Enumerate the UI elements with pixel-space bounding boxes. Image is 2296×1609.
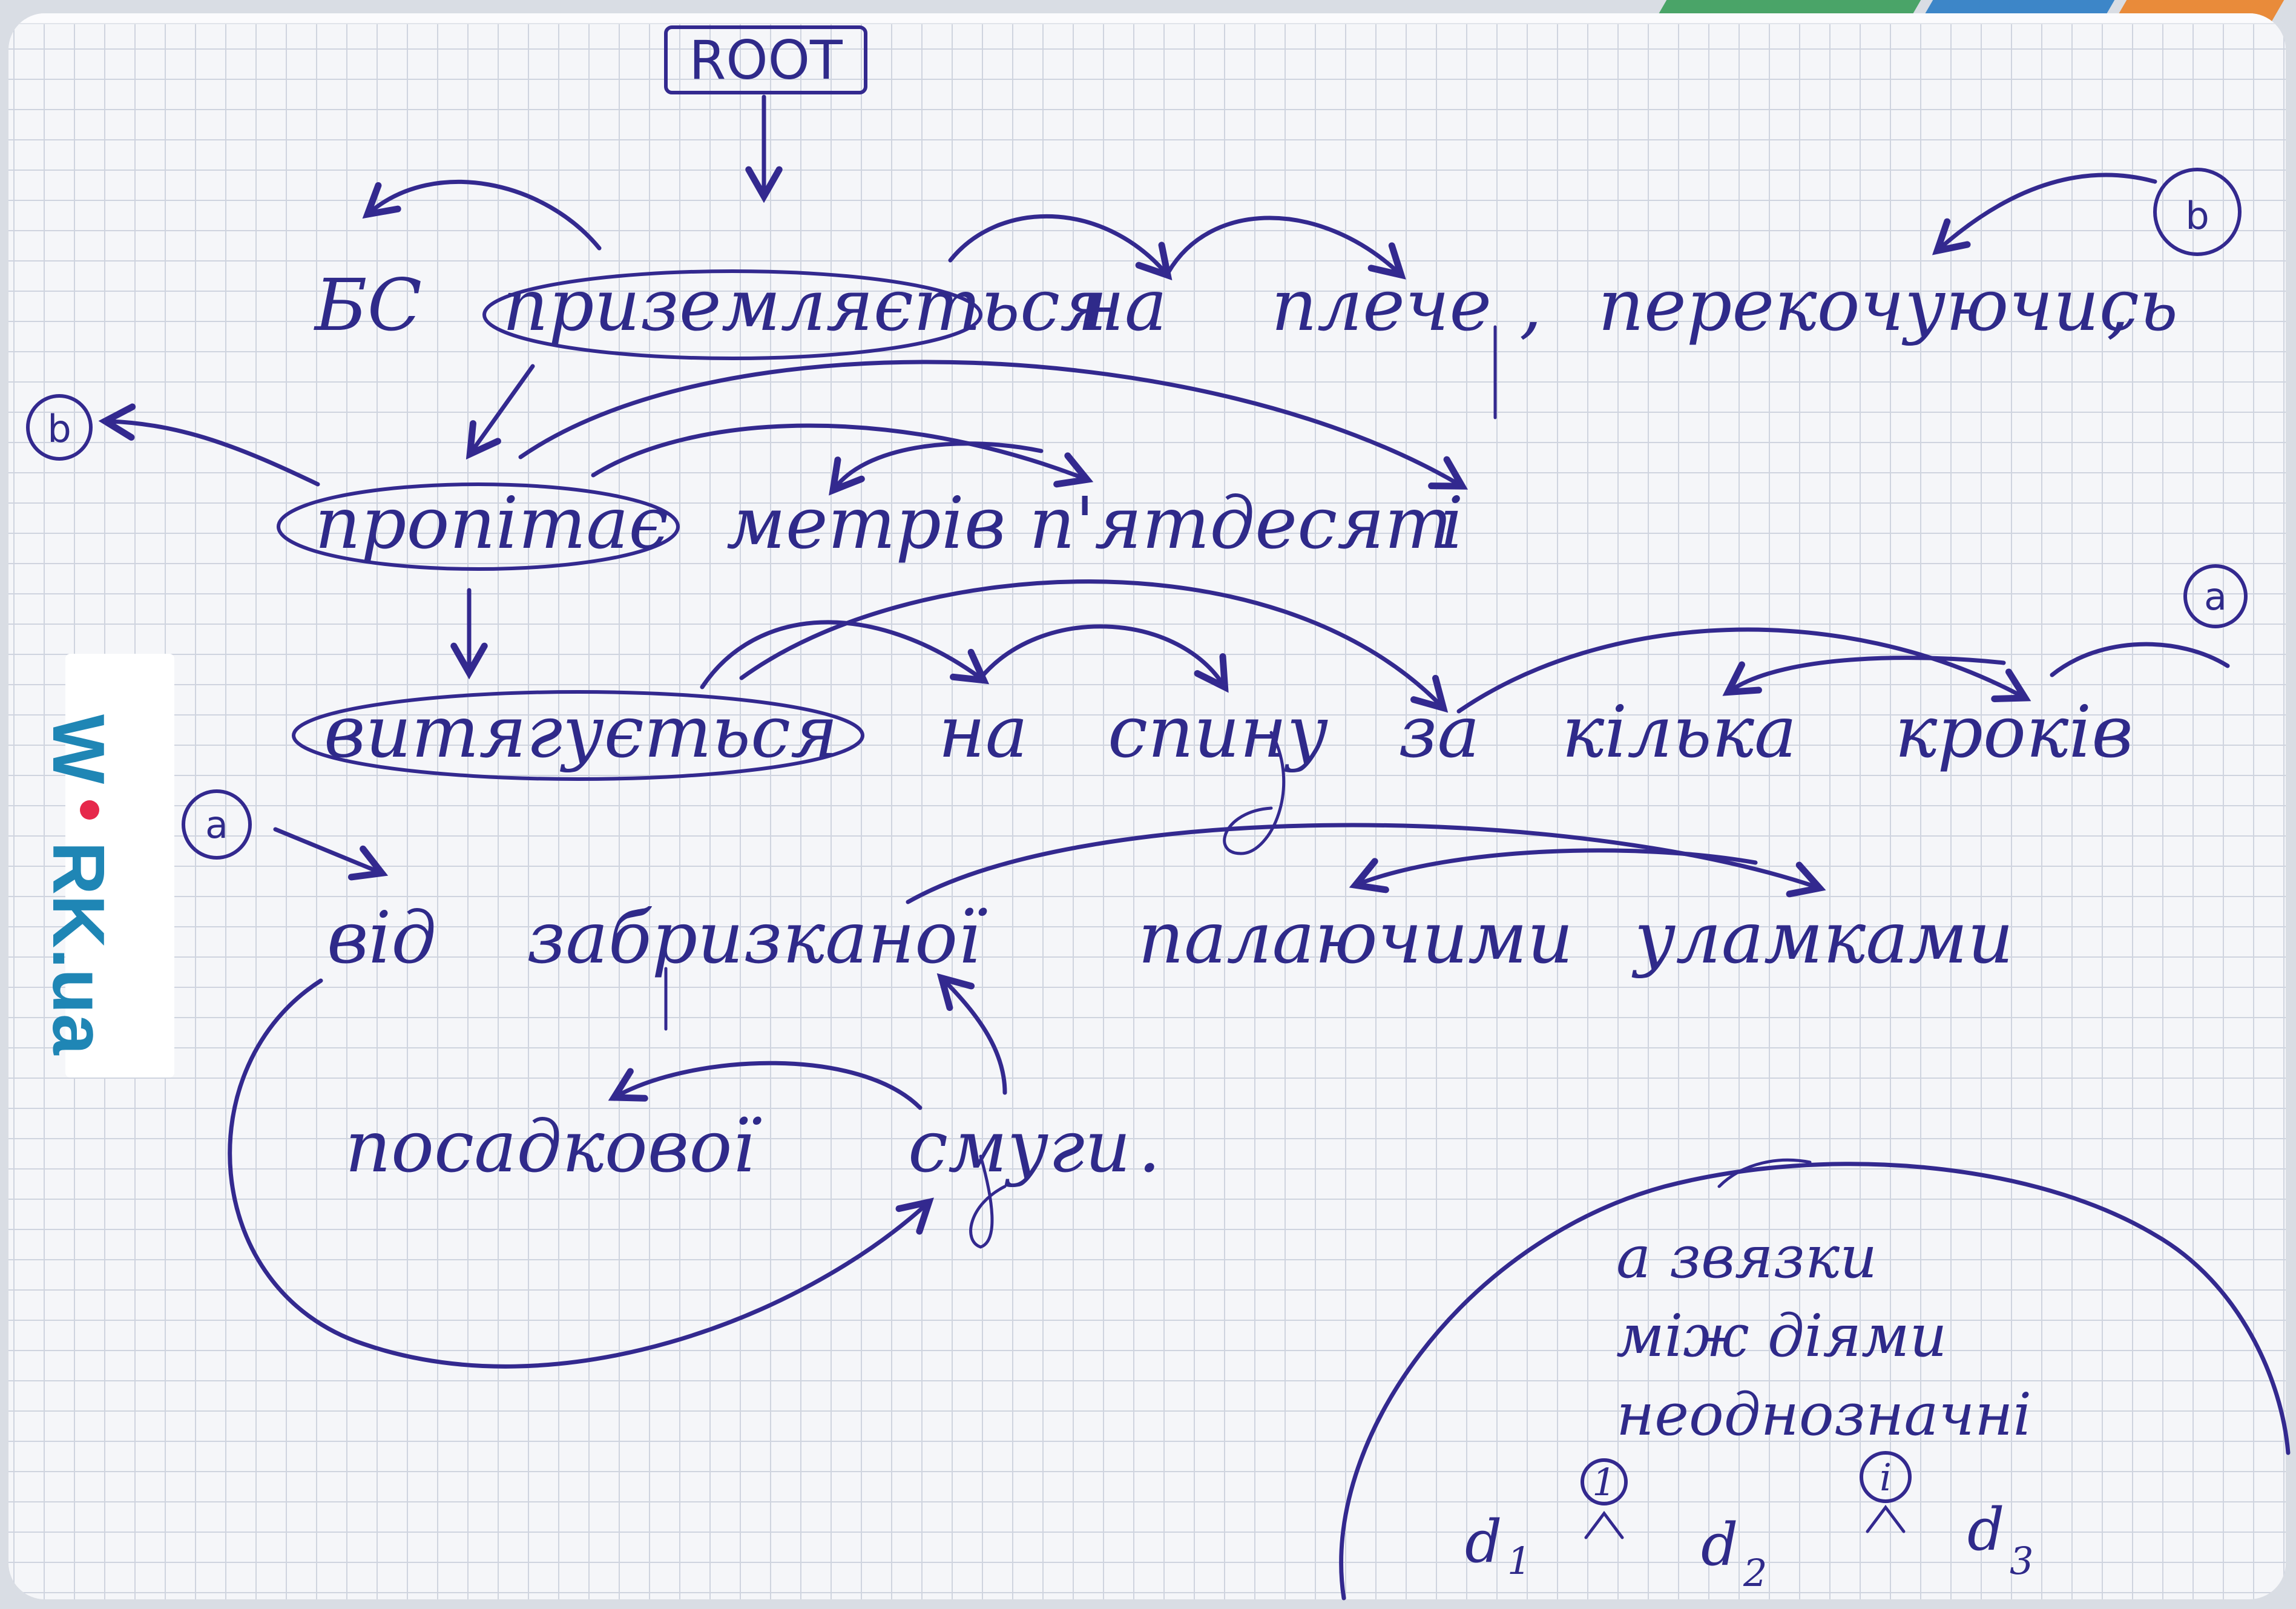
- watermark-logo-dot: [80, 800, 99, 820]
- arc-a-vid: [273, 827, 389, 881]
- marker-a-right: [2183, 564, 2248, 628]
- arc-na-pleche: [1166, 216, 1406, 280]
- comma-1: ,: [1519, 263, 1542, 347]
- comma-2: ,: [2107, 263, 2130, 347]
- word-vid: від: [327, 896, 436, 979]
- arc-krokiv-kilka: [1722, 656, 2006, 696]
- word-ulamkamy: уламками: [1631, 896, 2013, 979]
- note-conn2-label: i: [1880, 1455, 1892, 1499]
- marker-b-right: [2153, 168, 2242, 256]
- arc-za-krokiv: [1456, 627, 2031, 714]
- arc-smuhy-posadkovoi: [608, 1061, 923, 1110]
- verb-circle-3: [292, 690, 864, 781]
- arc-vid-smuhy: [228, 978, 934, 1369]
- word-kilka: кілька: [1562, 690, 1797, 774]
- arc-krokiv-a: [2050, 642, 2230, 677]
- note-outline-top: [1717, 1158, 1812, 1188]
- arc-vytiah-za: [739, 579, 1449, 713]
- arc-pryzeml-i: [518, 360, 1469, 490]
- arc-propitaie-piatdesiat: [591, 423, 1094, 488]
- marker-a-right-label: a: [2204, 574, 2227, 619]
- note-d3: d: [1967, 1496, 2004, 1564]
- arc-ulamkamy-palaiuchymy: [1349, 848, 1758, 893]
- note-conn2-circle: [1860, 1451, 1912, 1503]
- stroke-spynu-tail: [1223, 731, 1286, 855]
- note-line-1: а звязки: [1616, 1223, 1877, 1291]
- word-palaiuchymy: палаючими: [1138, 896, 1573, 979]
- arc-pryzeml-na: [948, 214, 1173, 281]
- word-perekochuiuchys: перекочуючись: [1598, 263, 2178, 347]
- arc-pryzeml-propitaie: [465, 364, 535, 460]
- word-vytiahuietsia: витягується: [324, 690, 838, 774]
- note-conn1-circle: [1581, 1458, 1628, 1505]
- note-d2-sub: 2: [1743, 1551, 1767, 1595]
- note-line-3: неоднозначні: [1616, 1381, 2031, 1449]
- root-box: [664, 25, 867, 94]
- word-na-2: на: [938, 690, 1028, 774]
- marker-a-left: [182, 789, 252, 860]
- stroke-smuhy-tail: [969, 1154, 1007, 1249]
- arc-vytiah-na: [700, 620, 990, 689]
- word-propitaie: пропітає: [315, 481, 669, 565]
- word-posadkovoi: посадкової: [345, 1105, 761, 1188]
- marker-a-left-label: a: [205, 803, 228, 847]
- verb-circle-1: [482, 269, 982, 360]
- note-d3-sub: 3: [2010, 1539, 2033, 1583]
- word-spynu: спину: [1108, 690, 1328, 774]
- period: .: [1138, 1105, 1161, 1188]
- word-smuhy: смуги: [908, 1105, 1131, 1188]
- word-pryzemliayetsia: приземляється: [502, 263, 1107, 347]
- root-label: ROOT: [689, 29, 843, 91]
- arc-na-spynu: [978, 624, 1229, 693]
- note-conn1-label: 1: [1592, 1460, 1616, 1504]
- note-conn2-caret: [1866, 1504, 1906, 1533]
- arc-zabryzk-ulamkamy: [906, 823, 1826, 904]
- arc-b-perekoch: [1932, 173, 2157, 255]
- word-piatdesiat: п'ятдесят: [1029, 481, 1452, 565]
- note-line-2: між діями: [1616, 1302, 1947, 1370]
- word-zabryzkanoi: забризканої: [527, 896, 987, 979]
- arc-smuhy-zabryzk: [936, 973, 1007, 1095]
- marker-b-right-label: b: [2185, 194, 2209, 238]
- verb-circle-2: [277, 482, 680, 571]
- page-top-edge: [8, 13, 2286, 24]
- word-metriv: метрів: [726, 481, 1006, 565]
- word-na-1: на: [1077, 263, 1167, 347]
- word-i: і: [1441, 481, 1464, 565]
- note-d1-sub: 1: [1507, 1539, 1531, 1583]
- word-pleche: плече: [1271, 263, 1492, 347]
- word-bs: БС: [314, 263, 422, 347]
- arc-pryzeml-bs: [362, 180, 602, 251]
- marker-b-left: [26, 394, 93, 461]
- note-conn1-caret: [1584, 1510, 1624, 1539]
- watermark-logo: [65, 654, 174, 1078]
- note-d2: d: [1701, 1511, 1738, 1579]
- word-krokiv: кроків: [1895, 690, 2133, 774]
- arc-piatdesiat-metriv: [829, 441, 1044, 496]
- marker-b-left-label: b: [47, 407, 71, 451]
- note-d1: d: [1465, 1508, 1502, 1576]
- arc-propitaie-b: [98, 403, 320, 487]
- note-outline: [1339, 1162, 2291, 1601]
